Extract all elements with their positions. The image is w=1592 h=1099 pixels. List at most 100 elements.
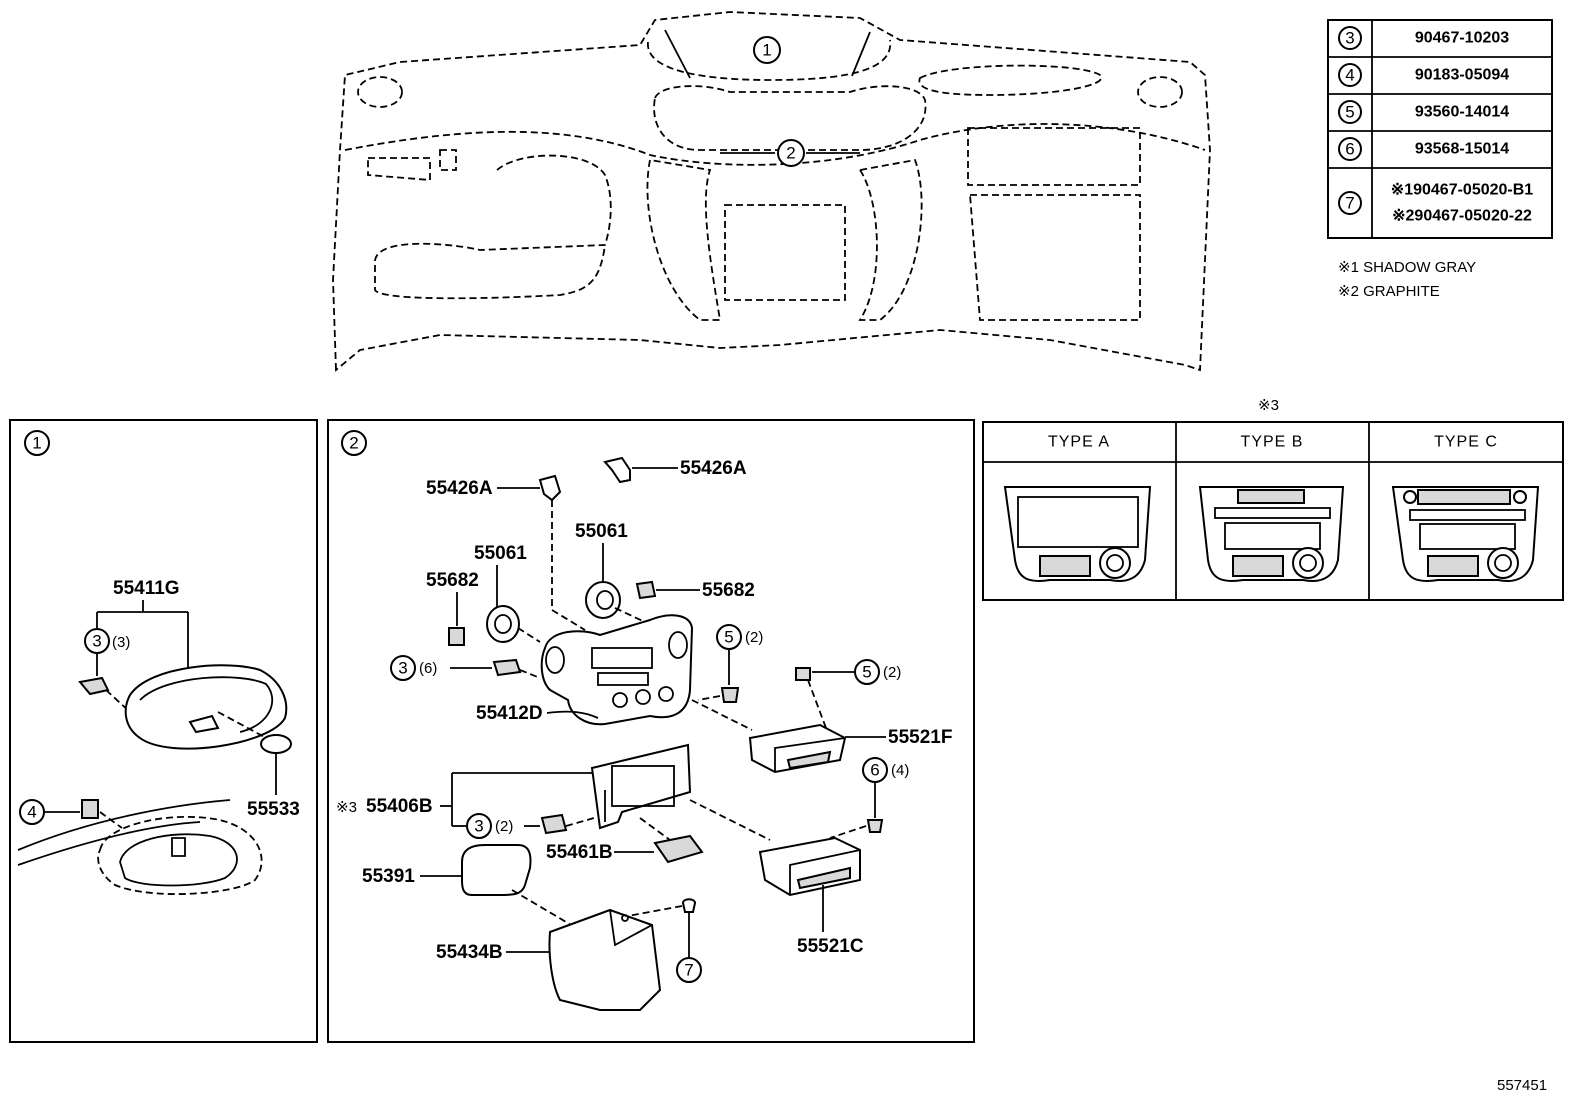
svg-text:5: 5 bbox=[862, 663, 871, 682]
overview-callout-1: 1 bbox=[753, 36, 781, 64]
dashboard-overview: 1 2 bbox=[332, 11, 1211, 372]
svg-text:93568-15014: 93568-15014 bbox=[1415, 141, 1509, 158]
svg-text:4: 4 bbox=[1345, 66, 1354, 85]
table-row-5: 5 93560-14014 bbox=[1338, 100, 1509, 124]
detail-panel-1: 1 55411G 3 (3) 55533 4 bbox=[9, 419, 318, 1043]
clip-part bbox=[78, 676, 110, 696]
type-c-panel-image bbox=[1391, 486, 1540, 582]
pocket-55521F bbox=[748, 723, 847, 774]
panel1-callout-4: 4 bbox=[19, 799, 80, 825]
nut-part bbox=[81, 799, 99, 819]
svg-text:5: 5 bbox=[724, 628, 733, 647]
svg-text:7: 7 bbox=[1345, 194, 1354, 213]
svg-text:4: 4 bbox=[27, 803, 36, 822]
label-55461B: 55461B bbox=[546, 842, 613, 863]
type-b-header: TYPE B bbox=[1241, 434, 1304, 451]
label-55391: 55391 bbox=[362, 866, 415, 887]
label-55521C: 55521C bbox=[797, 936, 864, 957]
svg-text:7: 7 bbox=[684, 961, 693, 980]
label-55682-left: 55682 bbox=[426, 570, 479, 591]
type-a-panel-image bbox=[1003, 486, 1152, 582]
label-55406B: 55406B bbox=[366, 796, 433, 817]
detail-panel-2: 2 55426A 55426A 55061 55682 55061 55682 bbox=[327, 419, 975, 1043]
bezel-55406B bbox=[590, 743, 692, 830]
svg-text:(4): (4) bbox=[891, 762, 909, 779]
pocket-55521C bbox=[758, 836, 861, 897]
svg-text:(2): (2) bbox=[495, 818, 513, 835]
type-table: ※3 TYPE A TYPE B TYPE C bbox=[982, 397, 1564, 601]
svg-text:6: 6 bbox=[870, 761, 879, 780]
svg-text:(2): (2) bbox=[883, 664, 901, 681]
color-notes: ※1 SHADOW GRAY ※2 GRAPHITE bbox=[1338, 259, 1476, 300]
svg-text:5: 5 bbox=[1345, 103, 1354, 122]
cap-55533 bbox=[260, 734, 292, 754]
type-a-header: TYPE A bbox=[1048, 434, 1110, 451]
part-number-table: 3 90467-10203 4 90183-05094 5 93560-1401… bbox=[1327, 19, 1553, 239]
bracket-55426A-left bbox=[538, 474, 562, 502]
table-row-3: 3 90467-10203 bbox=[1338, 26, 1509, 50]
cover-55411G bbox=[124, 664, 288, 750]
panel2-callout-7: 7 bbox=[676, 957, 702, 983]
knob-55061-right bbox=[585, 581, 621, 619]
panel-2-badge: 2 bbox=[341, 430, 367, 456]
svg-text:(3): (3) bbox=[112, 634, 130, 651]
svg-text:※2 GRAPHITE: ※2 GRAPHITE bbox=[1338, 283, 1440, 300]
clip-3-a bbox=[492, 658, 522, 677]
label-55682-right: 55682 bbox=[702, 580, 755, 601]
panel2-callout-5b: 5 (2) bbox=[812, 659, 901, 685]
svg-text:※190467-05020-B1: ※190467-05020-B1 bbox=[1391, 182, 1534, 199]
svg-text:3: 3 bbox=[474, 817, 483, 836]
knob-55061-left bbox=[486, 605, 520, 643]
svg-text:3: 3 bbox=[398, 659, 407, 678]
pocket-55461B bbox=[653, 834, 704, 864]
pin-7 bbox=[681, 898, 697, 913]
type-b-panel-image bbox=[1198, 486, 1345, 582]
svg-text:90467-10203: 90467-10203 bbox=[1415, 30, 1509, 47]
table-row-7: 7 ※190467-05020-B1 ※290467-05020-22 bbox=[1338, 182, 1534, 225]
panel1-callout-3: 3 (3) bbox=[84, 628, 130, 676]
panel2-callout-3b: 3 (2) bbox=[466, 813, 540, 839]
clip-3-b bbox=[540, 813, 568, 835]
cover-55434B bbox=[548, 908, 662, 1011]
label-55061-left: 55061 bbox=[474, 543, 527, 564]
svg-text:(2): (2) bbox=[745, 629, 763, 646]
svg-text:(6): (6) bbox=[419, 660, 437, 677]
overview-callout-2: 2 bbox=[720, 139, 860, 167]
screw-5-b bbox=[795, 667, 811, 681]
svg-text:90183-05094: 90183-05094 bbox=[1415, 67, 1509, 84]
label-55411G: 55411G bbox=[113, 578, 180, 599]
panel-1-badge: 1 bbox=[24, 430, 50, 456]
svg-text:3: 3 bbox=[92, 632, 101, 651]
label-55434B: 55434B bbox=[436, 942, 503, 963]
label-55521F: 55521F bbox=[888, 727, 952, 748]
knob-55682-right bbox=[635, 580, 657, 600]
table-row-4: 4 90183-05094 bbox=[1338, 63, 1509, 87]
svg-text:6: 6 bbox=[1345, 140, 1354, 159]
panel2-callout-3a: 3 (6) bbox=[390, 655, 492, 681]
svg-text:※290467-05020-22: ※290467-05020-22 bbox=[1392, 208, 1532, 225]
bracket-55426A-right bbox=[603, 456, 631, 484]
panel2-callout-5a: 5 (2) bbox=[716, 624, 763, 685]
label-55426A-right: 55426A bbox=[680, 458, 747, 479]
type-c-header: TYPE C bbox=[1434, 434, 1498, 451]
svg-text:1: 1 bbox=[762, 41, 771, 60]
screw-6 bbox=[866, 819, 884, 833]
svg-text:3: 3 bbox=[1345, 29, 1354, 48]
svg-text:1: 1 bbox=[32, 434, 41, 453]
cluster-55412D bbox=[540, 614, 694, 726]
panel2-callout-6: 6 (4) bbox=[862, 757, 909, 818]
svg-text:93560-14014: 93560-14014 bbox=[1415, 104, 1509, 121]
knob-55682-left bbox=[448, 627, 465, 646]
cap-55391 bbox=[461, 844, 532, 896]
table-row-6: 6 93568-15014 bbox=[1338, 137, 1509, 161]
svg-text:※1 SHADOW GRAY: ※1 SHADOW GRAY bbox=[1338, 259, 1476, 276]
label-55406B-mark: ※3 bbox=[336, 799, 357, 816]
label-55061-right: 55061 bbox=[575, 521, 628, 542]
label-55426A-left: 55426A bbox=[426, 478, 493, 499]
label-55412D: 55412D bbox=[476, 703, 543, 724]
figure-id: 557451 bbox=[1497, 1077, 1547, 1094]
label-55533: 55533 bbox=[247, 799, 300, 820]
type-table-marker: ※3 bbox=[1258, 397, 1279, 414]
svg-text:2: 2 bbox=[349, 434, 358, 453]
